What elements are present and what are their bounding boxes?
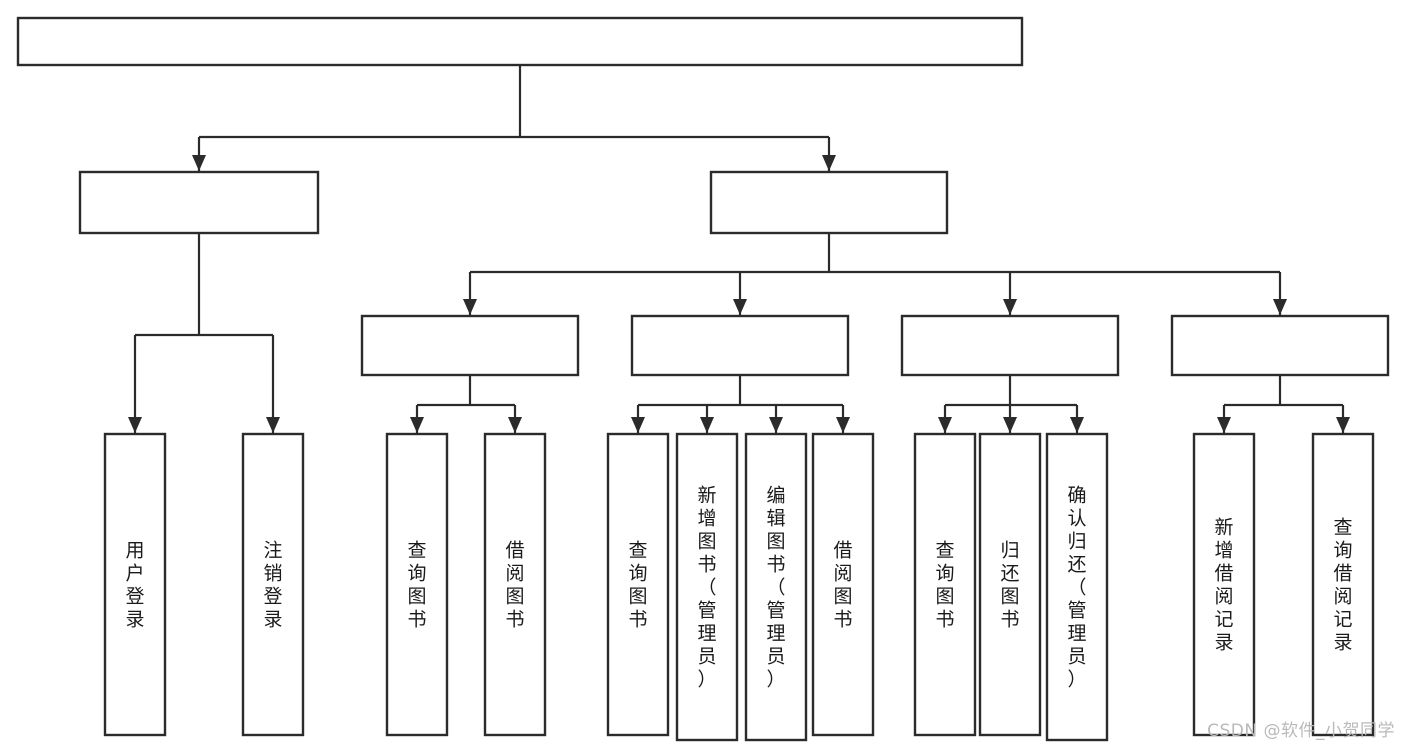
- node-leaf-add-record-rect: [1192, 432, 1256, 737]
- arrow-head-icon: [822, 155, 836, 171]
- node-leaf-add-book[interactable]: 新增图书（管理员）: [675, 432, 739, 742]
- node-leaf-borrow-book-2-label: 借阅图书: [833, 539, 852, 630]
- arrow-head-icon: [1273, 299, 1287, 315]
- arrow-head-icon: [266, 417, 280, 433]
- node-leaf-borrow-book-2[interactable]: 借阅图书: [811, 432, 875, 737]
- node-leaf-user-login[interactable]: 用户登录: [103, 432, 167, 737]
- node-book-borrow[interactable]: [630, 314, 850, 377]
- node-leaf-query-book-1-label: 查询图书: [407, 539, 426, 630]
- node-leaf-query-record-label: 查询借阅记录: [1333, 516, 1352, 653]
- node-leaf-query-book-2-rect: [606, 432, 670, 737]
- arrow-head-icon: [1003, 417, 1017, 433]
- node-book-borrow-rect: [630, 314, 850, 377]
- node-leaf-logout-rect: [241, 432, 305, 737]
- arrow-head-icon: [733, 299, 747, 315]
- arrow-head-icon: [836, 417, 850, 433]
- node-leaf-add-record[interactable]: 新增借阅记录: [1192, 432, 1256, 737]
- node-layer: 用户登录 注销登录 查询图书 借阅图书 查询图书 新增图书（管理员） 编辑图书（管理员） 借阅…: [16, 16, 1390, 742]
- node-leaf-edit-book-label: 编辑图书（管理员）: [766, 484, 785, 690]
- node-leaf-logout-label: 注销登录: [263, 539, 282, 630]
- node-leaf-confirm-return-rect: [1045, 432, 1109, 742]
- node-leaf-user-login-rect: [103, 432, 167, 737]
- node-leaf-return-book-rect: [978, 432, 1042, 737]
- node-borrow-record-rect: [1170, 314, 1390, 377]
- arrow-head-icon: [631, 417, 645, 433]
- node-book-manage-rect: [709, 170, 949, 235]
- node-book-manage[interactable]: [709, 170, 949, 235]
- node-leaf-query-book-1[interactable]: 查询图书: [385, 432, 449, 737]
- node-leaf-borrow-book-2-rect: [811, 432, 875, 737]
- arrow-head-icon: [769, 417, 783, 433]
- node-new-book-recommend-rect: [360, 314, 580, 377]
- node-root-rect: [16, 16, 1024, 67]
- node-leaf-query-record-rect: [1311, 432, 1375, 737]
- node-leaf-add-record-label: 新增借阅记录: [1214, 516, 1233, 653]
- arrow-head-icon: [463, 299, 477, 315]
- node-leaf-add-book-label: 新增图书（管理员）: [697, 484, 716, 690]
- arrow-head-icon: [508, 417, 522, 433]
- node-borrow-record[interactable]: [1170, 314, 1390, 377]
- arrow-head-icon: [1217, 417, 1231, 433]
- node-root[interactable]: [16, 16, 1024, 67]
- arrow-head-icon: [938, 417, 952, 433]
- arrow-head-icon: [1003, 299, 1017, 315]
- arrow-head-icon: [1070, 417, 1084, 433]
- arrow-head-icon: [128, 417, 142, 433]
- node-leaf-borrow-book-1[interactable]: 借阅图书: [483, 432, 547, 737]
- node-leaf-borrow-book-1-rect: [483, 432, 547, 737]
- node-leaf-add-book-rect: [675, 432, 739, 742]
- node-leaf-query-book-3-rect: [913, 432, 977, 737]
- node-leaf-return-book-label: 归还图书: [1000, 539, 1019, 630]
- arrow-head-icon: [192, 155, 206, 171]
- node-leaf-edit-book[interactable]: 编辑图书（管理员）: [744, 432, 808, 742]
- connector-layer: [128, 65, 1350, 433]
- node-leaf-query-record[interactable]: 查询借阅记录: [1311, 432, 1375, 737]
- node-new-book-recommend[interactable]: [360, 314, 580, 377]
- node-current-borrow[interactable]: [900, 314, 1120, 377]
- node-leaf-logout[interactable]: 注销登录: [241, 432, 305, 737]
- arrow-head-icon: [700, 417, 714, 433]
- node-leaf-edit-book-rect: [744, 432, 808, 742]
- node-leaf-user-login-label: 用户登录: [125, 539, 144, 630]
- watermark-text: CSDN @软件_小贺同学: [1207, 721, 1395, 741]
- node-leaf-query-book-2[interactable]: 查询图书: [606, 432, 670, 737]
- node-leaf-query-book-3-label: 查询图书: [935, 539, 954, 630]
- node-user-login[interactable]: [78, 170, 320, 235]
- arrow-head-icon: [1336, 417, 1350, 433]
- node-leaf-query-book-3[interactable]: 查询图书: [913, 432, 977, 737]
- node-leaf-confirm-return-label: 确认归还（管理员）: [1067, 484, 1086, 690]
- arrow-head-icon: [410, 417, 424, 433]
- node-user-login-rect: [78, 170, 320, 235]
- node-current-borrow-rect: [900, 314, 1120, 377]
- node-leaf-return-book[interactable]: 归还图书: [978, 432, 1042, 737]
- node-leaf-borrow-book-1-label: 借阅图书: [505, 539, 524, 630]
- node-leaf-confirm-return[interactable]: 确认归还（管理员）: [1045, 432, 1109, 742]
- node-leaf-query-book-2-label: 查询图书: [628, 539, 647, 630]
- node-leaf-query-book-1-rect: [385, 432, 449, 737]
